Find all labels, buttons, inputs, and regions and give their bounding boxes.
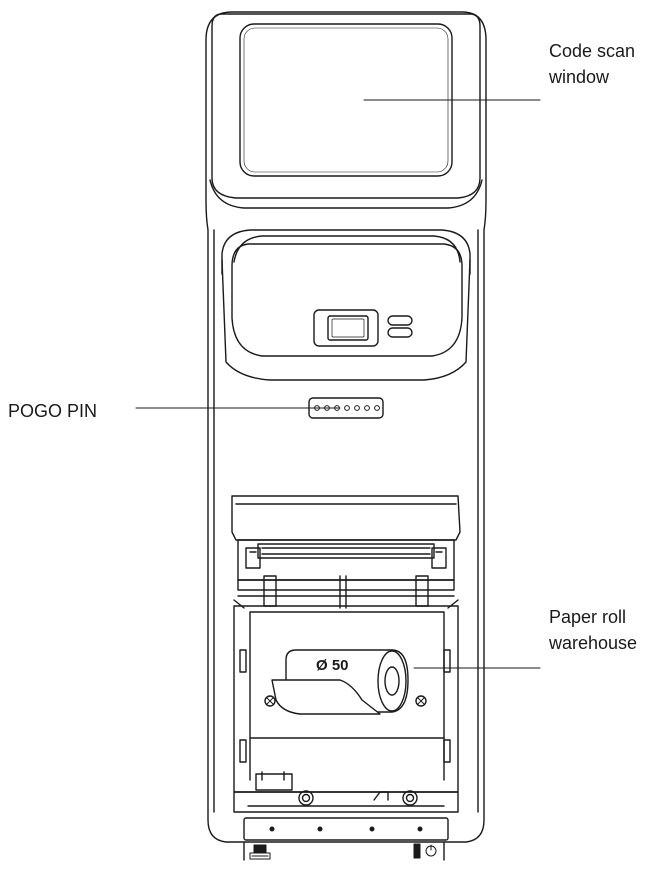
camera-panel-highlight [233, 235, 461, 263]
camera-panel-outer-sides [221, 259, 471, 381]
camera-lens [327, 315, 369, 341]
pogo-pin-label: POGO PIN [8, 398, 97, 424]
paper-roll [271, 649, 409, 715]
printer-lid [231, 495, 461, 541]
power-button-icon [413, 843, 437, 859]
tear-bar [243, 817, 449, 841]
camera-panel [231, 243, 463, 357]
indicator-slot-top [387, 315, 413, 326]
camera-lens-inner [331, 318, 365, 338]
scanner-head-lower-edge [209, 179, 483, 209]
network-port-icon [249, 844, 271, 860]
indicator-slot-bottom [387, 327, 413, 338]
paper-roll-warehouse-label: Paper roll warehouse [549, 604, 637, 656]
port-divider-lines [243, 842, 445, 861]
camera-panel-outer [221, 229, 471, 275]
paper-roll-diameter-label: Ø 50 [316, 657, 349, 674]
device-body-outline [205, 11, 487, 843]
scanner-head [211, 13, 481, 199]
code-scan-label-line1: Code scan [549, 41, 636, 61]
paper-roll-label-line1: Paper roll [549, 607, 627, 627]
printer-roller-mechanism [233, 539, 459, 609]
printer-bottom-mechanism [233, 771, 459, 813]
code-scan-label-line2: window [549, 67, 610, 87]
paper-roll-label-line2: warehouse [549, 633, 638, 653]
camera-module [313, 309, 379, 347]
pogo-pin-label-text: POGO PIN [8, 401, 98, 421]
code-scan-window-label: Code scan window [549, 38, 635, 90]
